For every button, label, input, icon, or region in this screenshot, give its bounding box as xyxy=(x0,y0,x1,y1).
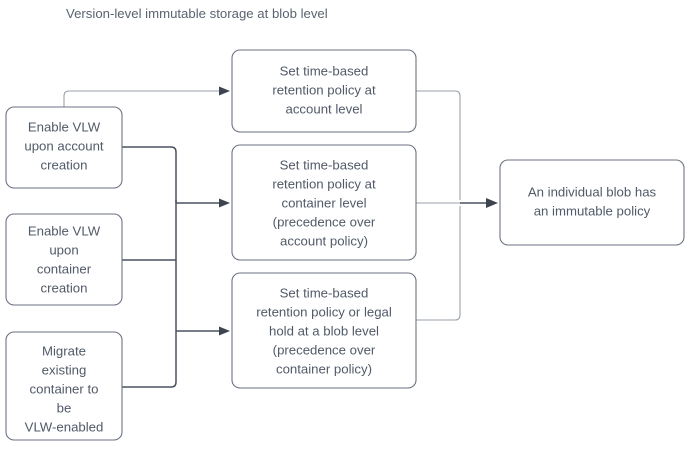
node-individual-blob-immutable[interactable]: An individual blob has an immutable poli… xyxy=(499,159,685,246)
node-label-line: container xyxy=(37,261,92,276)
node-label-line: upon xyxy=(49,242,78,257)
node-enable-vlw-container[interactable]: Enable VLW upon container creation xyxy=(5,213,123,306)
node-label-line: Migrate xyxy=(42,343,86,358)
node-enable-vlw-account[interactable]: Enable VLW upon account creation xyxy=(5,106,123,189)
edge-right-bus-to-result xyxy=(460,198,498,208)
node-label-line: upon account xyxy=(24,138,104,153)
diagram-title: Version-level immutable storage at blob … xyxy=(66,6,328,21)
node-box[interactable] xyxy=(231,272,417,389)
node-label-line: Set time-based xyxy=(280,157,369,172)
arrow-head-icon xyxy=(219,86,230,96)
node-label-line: An individual blob has xyxy=(528,184,657,199)
nodes-layer: Enable VLW upon account creation Enable … xyxy=(5,49,685,441)
edge-path xyxy=(63,90,226,107)
edge-bus-to-container-policy xyxy=(176,198,230,208)
node-retention-blob-level[interactable]: Set time-based retention policy or legal… xyxy=(231,272,417,389)
node-label-line: Set time-based xyxy=(280,63,369,78)
edge-blob-policy-to-right-bus xyxy=(416,206,461,321)
node-label-line: Enable VLW xyxy=(28,119,101,134)
node-label-line: existing xyxy=(42,362,87,377)
edge-path xyxy=(122,146,177,203)
node-label-line: creation xyxy=(41,280,88,295)
node-retention-container-level[interactable]: Set time-based retention policy at conta… xyxy=(231,144,417,261)
node-label-line: container policy) xyxy=(276,361,372,376)
edge-path xyxy=(122,336,177,388)
node-label-line: account level xyxy=(286,101,363,116)
node-label-line: retention policy at xyxy=(272,82,376,97)
node-label-line: container level xyxy=(281,195,366,210)
node-label-line: an immutable policy xyxy=(534,203,651,218)
node-migrate-existing-container[interactable]: Migrate existing container to be VLW-ena… xyxy=(5,331,123,441)
arrow-head-icon xyxy=(219,326,230,336)
edge-bus-to-blob-policy xyxy=(176,326,230,336)
node-label-line: account policy) xyxy=(280,233,368,248)
node-label-line: VLW-enabled xyxy=(25,419,104,434)
node-box[interactable] xyxy=(5,106,123,189)
node-label-line: container to xyxy=(30,381,99,396)
node-label-line: (precedence over xyxy=(273,342,376,357)
node-box[interactable] xyxy=(231,49,417,133)
node-box[interactable] xyxy=(231,144,417,261)
arrow-head-icon xyxy=(219,198,230,208)
node-box[interactable] xyxy=(5,213,123,306)
edges-layer xyxy=(63,86,498,388)
node-label-line: (precedence over xyxy=(273,214,376,229)
edge-account-to-container-policy xyxy=(122,146,177,203)
node-label-line: retention policy at xyxy=(272,176,376,191)
edge-migrate-to-bus xyxy=(122,336,177,388)
node-label-line: Set time-based xyxy=(280,285,369,300)
edge-path xyxy=(416,206,461,321)
node-label-line: hold at a blob level xyxy=(269,323,379,338)
node-retention-account-level[interactable]: Set time-based retention policy at accou… xyxy=(231,49,417,133)
edge-account-to-account-policy xyxy=(63,86,230,107)
node-label-line: creation xyxy=(41,157,88,172)
edge-account-policy-to-right-bus xyxy=(416,90,461,200)
node-box[interactable] xyxy=(499,159,685,246)
node-label-line: Enable VLW xyxy=(28,223,101,238)
node-label-line: be xyxy=(57,400,72,415)
node-box[interactable] xyxy=(5,331,123,441)
edge-path xyxy=(416,90,461,200)
arrow-head-icon xyxy=(486,198,498,208)
node-label-line: retention policy or legal xyxy=(256,304,392,319)
